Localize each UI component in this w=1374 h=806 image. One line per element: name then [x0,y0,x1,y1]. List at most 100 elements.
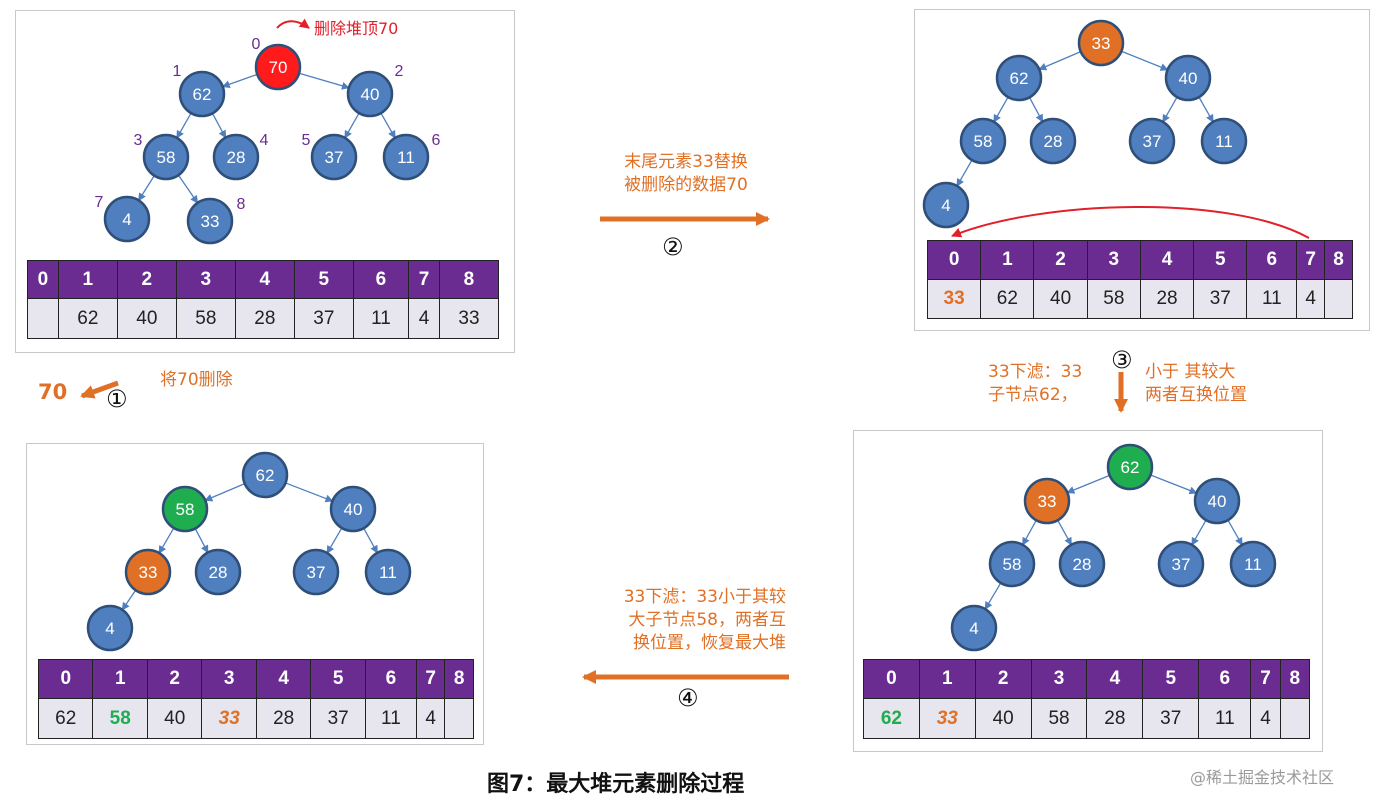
array-value-cell: 37 [1142,698,1200,739]
array-value-cell: 28 [234,298,295,339]
node-index-label: 7 [95,194,104,211]
panel4-heap-node: 33 [124,548,172,596]
panel3-edge [1227,519,1243,546]
array-value-cell: 40 [146,698,203,739]
node-value: 62 [256,466,275,485]
node-index-label: 4 [260,132,269,149]
node-circle [988,540,1036,588]
array-index-cell: 4 [1139,240,1195,280]
node-value: 33 [1038,492,1057,511]
array-value-cell: 11 [352,298,410,339]
node-index-label: 3 [134,132,143,149]
node-value: 4 [969,619,978,638]
node-circle [1157,540,1205,588]
panel1-heap-node: 70 [254,43,302,91]
panel3-edge [1191,519,1207,546]
swap-last-to-first-arrow [951,206,1310,239]
array-value-cell: 62 [37,698,94,739]
array-index-cell: 5 [310,659,366,699]
array-index-cell: 6 [364,659,417,699]
panel1-heap-node: 62 [178,70,226,118]
array-index-cell: 7 [1250,659,1281,699]
array-value-cell: 28 [1086,698,1144,739]
node-circle [346,70,394,118]
node-circle [1164,54,1212,102]
array-value-cell: 58 [1086,279,1141,319]
node-circle [1200,117,1248,165]
array-value-cell: 11 [1198,698,1252,739]
array-index-cell: 6 [1246,240,1298,280]
array-index-cell: 8 [438,260,500,299]
node-circle [922,181,970,229]
step3-right-line2: 两者互换位置 [1145,385,1247,405]
node-value: 58 [176,500,195,519]
panel2-heap-node: 62 [995,54,1043,102]
panel3-edge [1066,474,1110,494]
step3-text-left: 33下滤：33 子节点62， [988,361,1082,407]
array-value-cell: 33 [918,698,976,739]
panel2-edge [1028,97,1044,123]
array-index-cell: 3 [175,260,236,299]
node-value: 62 [193,85,212,104]
node-circle [329,485,377,533]
node-value: 58 [1003,555,1022,574]
array-index-cell: 0 [37,659,94,699]
panel4-heap-node: 11 [364,548,412,596]
panel4-heap-node: 37 [292,548,340,596]
node-value: 28 [227,148,246,167]
panel2-edge [1121,50,1169,71]
node-value: 40 [361,85,380,104]
array-value-cell: 40 [116,298,177,339]
array-index-cell: 2 [1033,240,1088,280]
panel1-heap-node: 33 [186,197,234,245]
node-value: 28 [1073,555,1092,574]
node-value: 62 [1121,458,1140,477]
array-value-cell: 40 [974,698,1032,739]
panel1-edge [177,174,199,204]
panel1-edge [298,72,350,90]
panel3-edge [1022,519,1037,546]
step4-line3: 换位置，恢复最大堆 [633,633,786,653]
array-index-cell: 0 [926,240,982,280]
panel2-edge [956,159,973,187]
delete-top-label: 删除堆顶70 [314,19,399,38]
node-circle [382,133,430,181]
panel1-edge [344,112,360,139]
array-index-cell: 5 [1142,659,1200,699]
panel1-heap-node: 28 [212,133,260,181]
array-index-cell: 2 [146,659,203,699]
array-value-cell: 4 [415,698,446,739]
array-value-cell: 58 [1030,698,1088,739]
panel4-edge [204,483,246,502]
node-value: 28 [1044,132,1063,151]
panel3-heap-node: 11 [1229,540,1277,588]
array-value-cell: 11 [364,698,417,739]
array-index-cell: 8 [444,659,474,699]
array-value-cell [444,698,474,739]
panel1-edge [211,113,227,139]
node-circle [1193,477,1241,525]
panel3-edge [1057,519,1072,546]
panel4-heap-node: 40 [329,485,377,533]
array-index-cell: 7 [1296,240,1326,280]
panel1-edge [176,112,192,139]
panel2-heap-node: 28 [1029,117,1077,165]
array-value-cell: 33 [201,698,257,739]
array-value-cell [27,298,59,339]
panel2-heap-node: 4 [922,181,970,229]
panel3-heap-node: 58 [988,540,1036,588]
node-value: 4 [122,210,131,229]
panel3-heap-node: 40 [1193,477,1241,525]
delete-top-pointer-arrow [276,18,310,29]
array-index-cell: 4 [234,260,295,299]
step2-number: ② [662,233,684,261]
array-value-cell: 11 [1246,279,1298,319]
array-index-cell: 2 [116,260,177,299]
step3-right-line1: 小于 其较大 [1145,362,1236,382]
